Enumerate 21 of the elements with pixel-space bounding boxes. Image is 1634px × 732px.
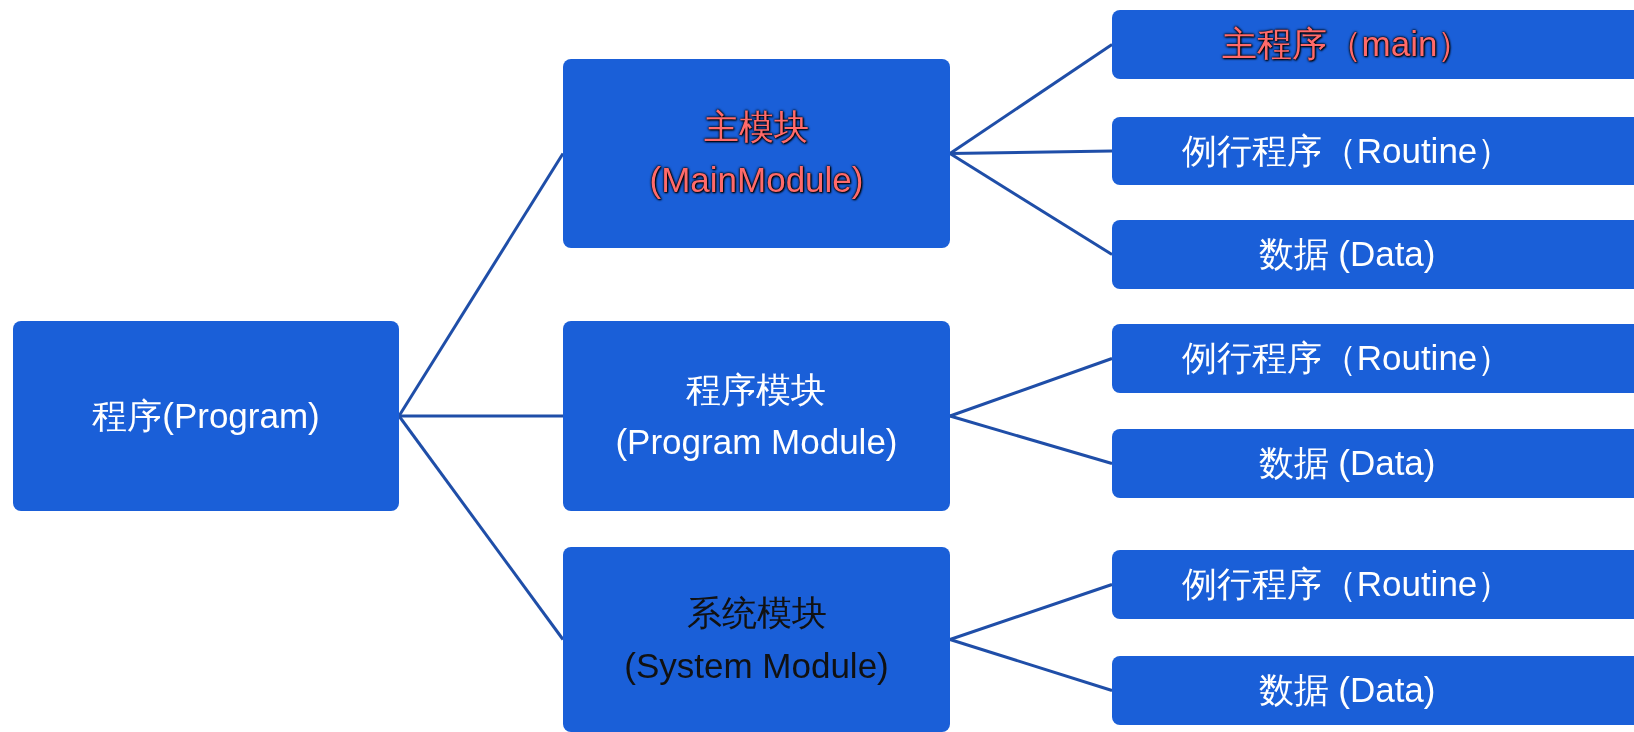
connector-line (949, 43, 1113, 155)
connector-line (397, 152, 565, 417)
module-box: 系统模块 (System Module) (563, 547, 950, 732)
connector-line (397, 415, 565, 641)
root-box: 程序(Program) (13, 321, 399, 511)
connector-line (949, 152, 1113, 256)
item-box: 数据 (Data) (1112, 656, 1634, 725)
connector-line (949, 414, 1113, 465)
connector-line (399, 414, 563, 418)
item-box: 例行程序（Routine） (1112, 324, 1634, 393)
item-box: 数据 (Data) (1112, 429, 1634, 498)
connector-line (949, 149, 1113, 155)
item-box: 例行程序（Routine） (1112, 117, 1634, 185)
item-box: 数据 (Data) (1112, 220, 1634, 289)
module-box: 程序模块 (Program Module) (563, 321, 950, 511)
module-box: 主模块 (MainModule) (563, 59, 950, 248)
connector-line (949, 357, 1113, 418)
connector-line (949, 583, 1113, 641)
item-box: 主程序（main） (1112, 10, 1634, 79)
connector-line (949, 638, 1113, 692)
item-box: 例行程序（Routine） (1112, 550, 1634, 619)
